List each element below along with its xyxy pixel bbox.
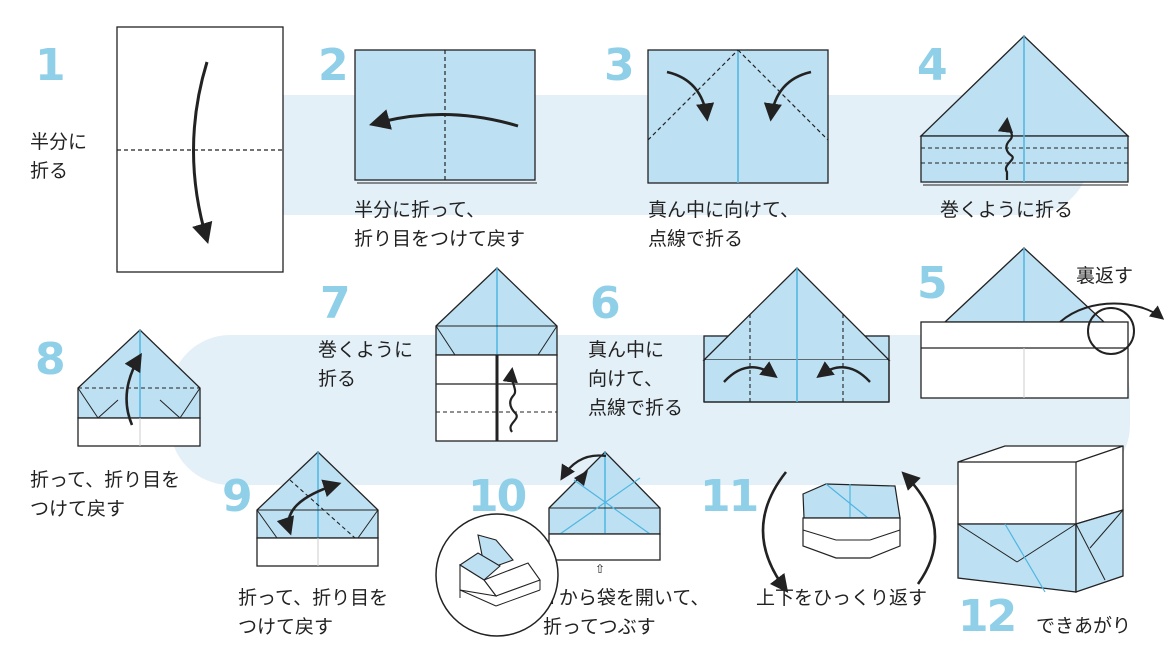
step-number: 4 — [917, 40, 948, 91]
step-caption: 折って、折り目をつけて戻す — [30, 469, 181, 520]
step-caption: 裏返す — [1076, 265, 1134, 287]
step-caption: 半分に折る — [30, 131, 88, 182]
step-caption: 真ん中に向けて、点線で折る — [588, 339, 684, 419]
step-number: 8 — [35, 334, 66, 385]
step-number: 9 — [222, 471, 253, 522]
step-caption: 真ん中に向けて、点線で折る — [648, 199, 800, 250]
step2-diagram — [354, 49, 537, 184]
step6-diagram — [702, 267, 891, 403]
step8-diagram — [77, 329, 201, 447]
step12-diagram — [957, 445, 1124, 593]
step-caption: 半分に折って、折り目をつけて戻す — [354, 199, 526, 250]
step10-diagram: ⇧ — [435, 451, 661, 637]
step1-diagram — [116, 26, 284, 273]
step-number: 12 — [958, 591, 1017, 642]
step5-diagram — [920, 247, 1165, 399]
step9-diagram — [256, 451, 379, 567]
step-caption: 折って、折り目をつけて戻す — [238, 587, 389, 638]
step4-diagram — [919, 35, 1130, 186]
step-caption: できあがり — [1036, 615, 1132, 637]
step-number: 1 — [35, 40, 66, 91]
svg-text:⇧: ⇧ — [595, 562, 605, 576]
step-caption: ⇧から袋を開いて、折ってつぶす — [543, 587, 710, 638]
step-number: 5 — [917, 258, 948, 309]
step3-diagram — [647, 49, 829, 184]
step-number: 2 — [318, 40, 349, 91]
step7-diagram — [435, 267, 558, 442]
step11-diagram — [761, 471, 937, 593]
step-number: 10 — [468, 471, 527, 522]
step-caption: 上下をひっくり返す — [756, 587, 928, 609]
step-caption: 巻くように折る — [940, 199, 1074, 221]
step-caption: 巻くように折る — [318, 339, 414, 390]
step-number: 7 — [320, 278, 351, 329]
step-number: 3 — [604, 40, 635, 91]
step-number: 6 — [590, 278, 621, 329]
step-number: 11 — [700, 471, 759, 522]
